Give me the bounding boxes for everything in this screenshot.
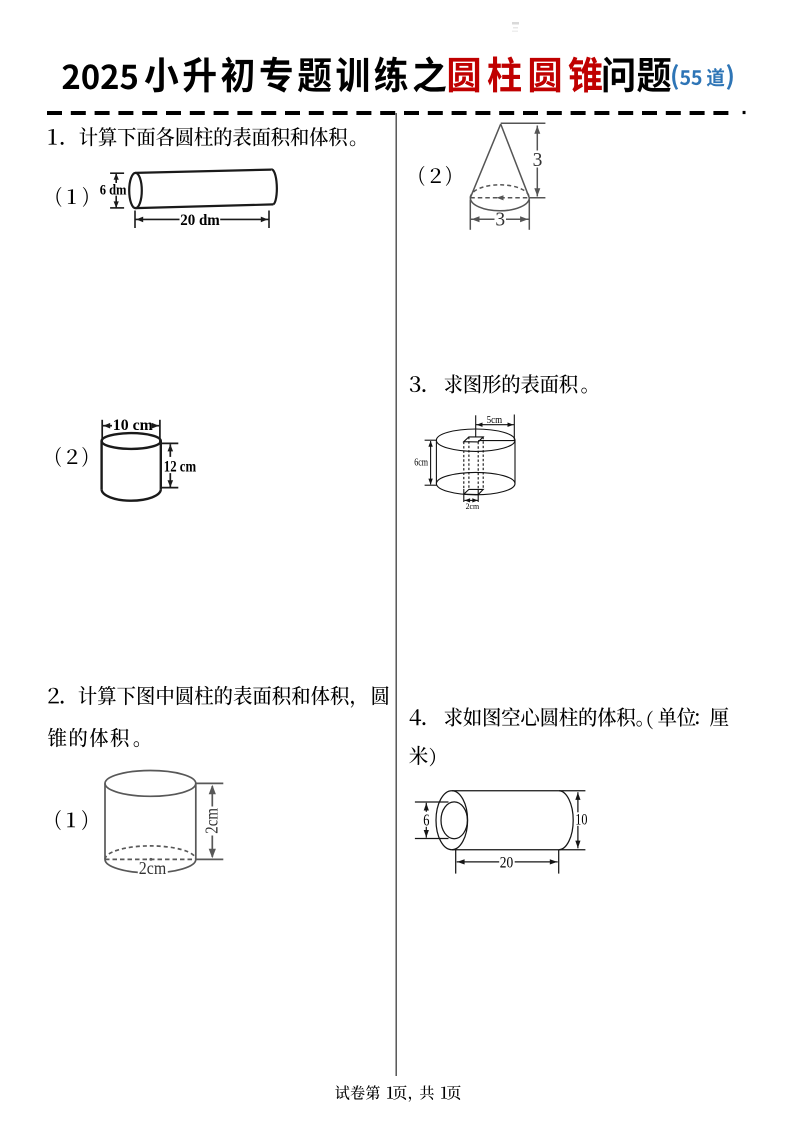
svg-text:6cm: 6cm xyxy=(414,458,428,469)
svg-text:10: 10 xyxy=(575,809,587,828)
svg-text:3: 3 xyxy=(495,210,505,231)
svg-text:20: 20 xyxy=(500,852,513,871)
svg-text:5cm: 5cm xyxy=(487,415,503,426)
svg-text:3: 3 xyxy=(533,150,543,171)
svg-text:2cm: 2cm xyxy=(202,808,222,834)
svg-text:2cm: 2cm xyxy=(466,501,480,511)
svg-text:6: 6 xyxy=(423,810,429,829)
svg-text:20 dm: 20 dm xyxy=(180,212,220,229)
svg-text:12 cm: 12 cm xyxy=(164,459,196,476)
svg-text:6 dm: 6 dm xyxy=(100,182,127,198)
svg-text:2cm: 2cm xyxy=(139,858,166,878)
svg-text:10 cm: 10 cm xyxy=(113,417,154,434)
